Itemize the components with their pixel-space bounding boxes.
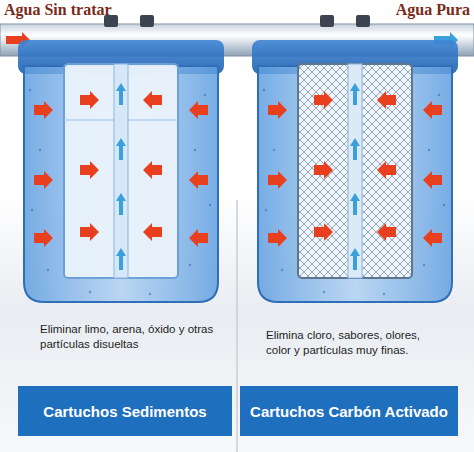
band-title: Cartuchos Carbón Activado	[250, 403, 448, 420]
outlet-label: Agua Pura	[340, 0, 470, 21]
cartridge-note: Elimina cloro, sabores, olores, color y …	[266, 328, 444, 358]
band-title: Cartuchos Sedimentos	[43, 403, 206, 420]
cartridge-band: Cartuchos Carbón Activado	[240, 386, 458, 436]
cartridge-note: Eliminar limo, arena, óxido y otras part…	[40, 322, 220, 352]
inlet-label: Agua Sin tratar	[4, 0, 164, 21]
cartridge-band: Cartuchos Sedimentos	[18, 386, 232, 436]
